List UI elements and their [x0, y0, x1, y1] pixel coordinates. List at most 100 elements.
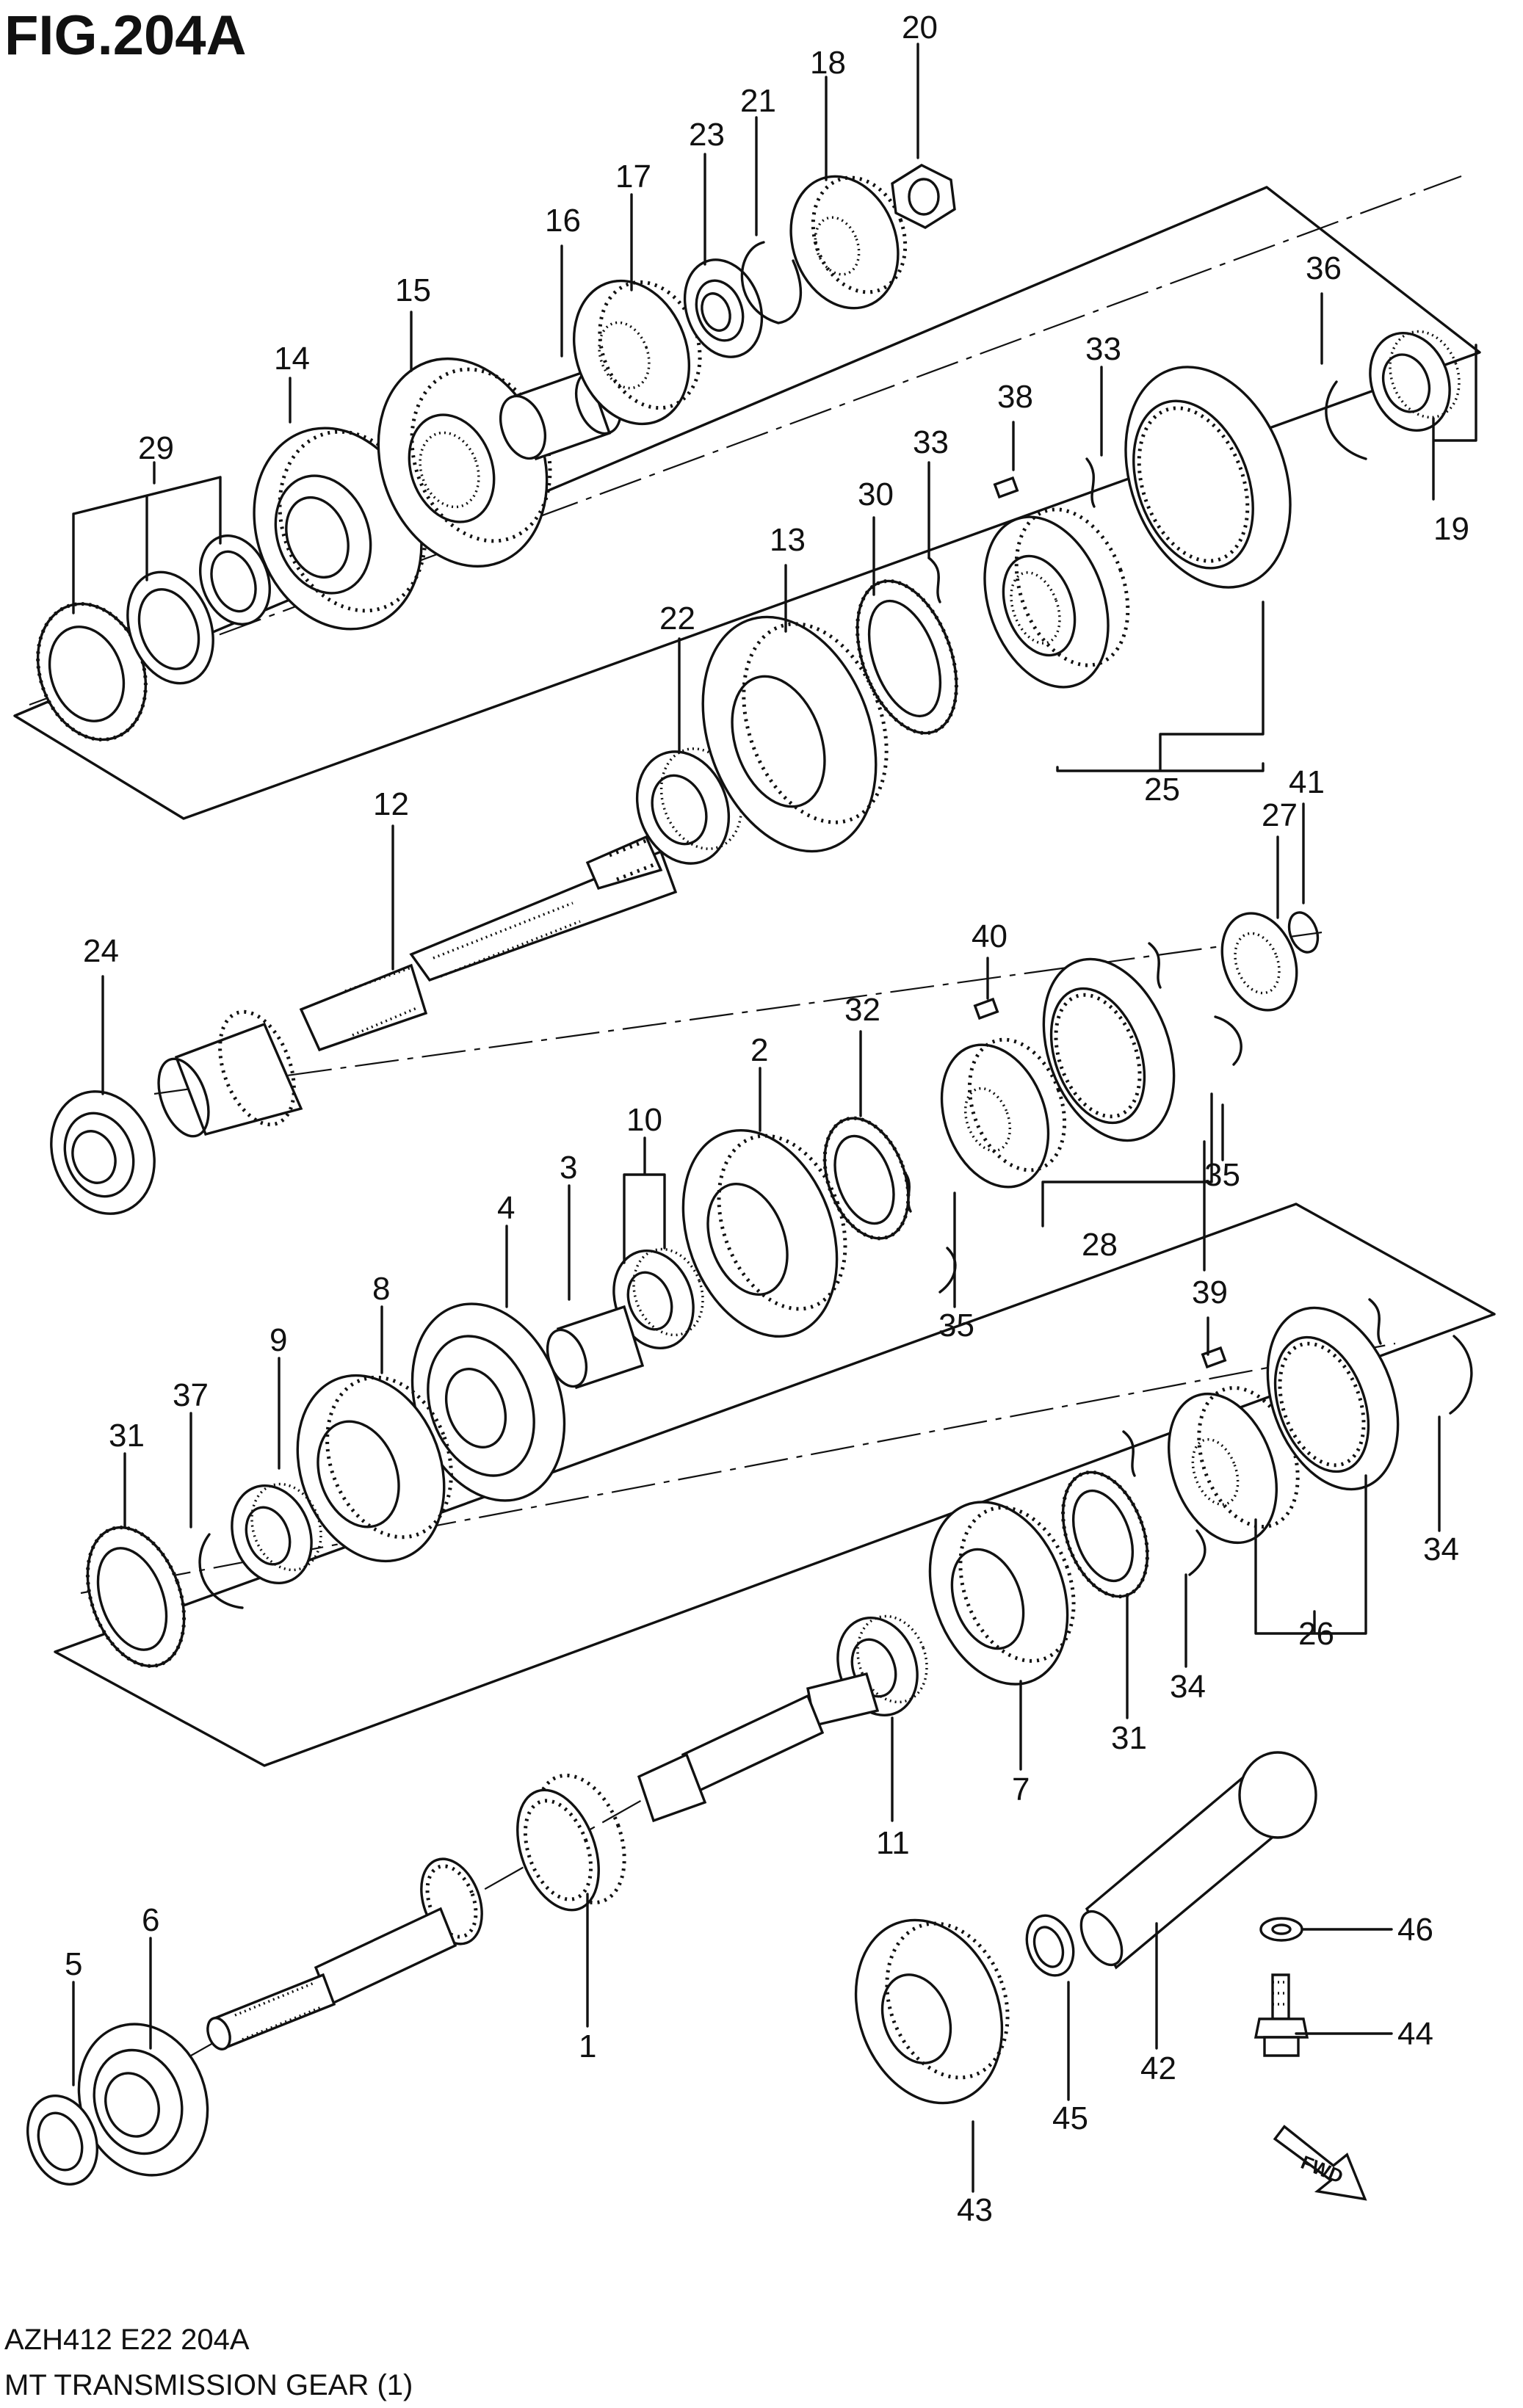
- label-34: 34: [1423, 1531, 1459, 1567]
- leader-lines: [72, 43, 1477, 2193]
- label-37: 37: [173, 1377, 209, 1413]
- part-2-gear: [681, 1128, 847, 1338]
- label-23: 23: [689, 117, 725, 153]
- part-25-synchronizer-hub: [983, 507, 1130, 689]
- upper-group-frame: [13, 186, 1481, 820]
- label-27: 27: [1262, 797, 1298, 833]
- label-1: 1: [579, 2028, 596, 2064]
- part-42-reverse-idler-shaft: [1079, 1751, 1317, 1970]
- part-18-gear: [789, 175, 908, 310]
- part-41-snap-ring: [1287, 911, 1320, 954]
- label-8: 8: [372, 1271, 390, 1307]
- part-21-snap-ring: [740, 241, 803, 324]
- label-28: 28: [1082, 1227, 1118, 1263]
- part-38-key: [993, 476, 1019, 499]
- label-30: 30: [858, 476, 894, 512]
- label-41: 41: [1289, 764, 1325, 800]
- label-14: 14: [274, 341, 310, 377]
- label-4: 4: [497, 1190, 515, 1226]
- label-33: 33: [1085, 331, 1121, 367]
- part-44-bolt: [1254, 1973, 1309, 2057]
- label-7: 7: [1012, 1771, 1030, 1807]
- label-29: 29: [138, 430, 174, 466]
- label-43: 43: [957, 2192, 993, 2228]
- label-5: 5: [65, 1946, 82, 1982]
- label-32: 32: [844, 992, 880, 1028]
- label-35b: 35: [938, 1308, 974, 1343]
- part-8-gear: [296, 1374, 453, 1563]
- part-37-snap-ring: [198, 1533, 244, 1609]
- label-2: 2: [750, 1032, 768, 1068]
- figure-code: AZH412 E22 204A: [4, 2324, 250, 2356]
- part-28-synchronizer-hub: [940, 1037, 1067, 1189]
- part-31-synchronizer-ring: [85, 1526, 187, 1668]
- callout-labels: 20 18 21 23 17 16 15 14 29 36 19 33 38 3…: [65, 10, 1469, 2228]
- part-34-spring: [1122, 1298, 1473, 1576]
- part-20-nut: [891, 164, 956, 229]
- centerline-upper: [29, 175, 1462, 706]
- label-45: 45: [1052, 2100, 1088, 2136]
- label-24: 24: [83, 933, 119, 969]
- part-25-synchronizer-sleeve: [1124, 366, 1292, 589]
- figure-title: FIG.204A: [4, 4, 246, 67]
- label-33b: 33: [913, 424, 949, 460]
- lower-group-frame: [54, 1203, 1496, 1767]
- part-12-main-shaft: [157, 835, 678, 1138]
- label-31: 31: [109, 1418, 145, 1454]
- part-28-synchronizer-sleeve: [1042, 957, 1176, 1142]
- label-16: 16: [545, 203, 581, 239]
- part-26-synchronizer-hub: [1168, 1386, 1300, 1545]
- label-11: 11: [876, 1825, 910, 1861]
- label-31b: 31: [1111, 1720, 1147, 1756]
- label-34b: 34: [1170, 1669, 1206, 1705]
- part-33-spring: [927, 457, 1096, 603]
- label-21: 21: [740, 83, 776, 119]
- label-13: 13: [770, 522, 806, 558]
- label-46: 46: [1397, 1912, 1433, 1948]
- centerline-main: [153, 931, 1323, 1095]
- part-29-synchronizer-ring-set: [36, 534, 272, 741]
- label-26: 26: [1298, 1616, 1334, 1652]
- part-45-washer: [1025, 1914, 1075, 1977]
- label-3: 3: [560, 1150, 577, 1186]
- label-12: 12: [373, 786, 409, 822]
- label-42: 42: [1140, 2050, 1176, 2086]
- label-35: 35: [1204, 1157, 1240, 1193]
- part-1-counter-shaft: [206, 1672, 880, 2050]
- part-30-synchronizer-ring: [855, 579, 958, 736]
- part-13-gear: [701, 615, 889, 853]
- label-18: 18: [810, 45, 846, 81]
- label-40: 40: [972, 918, 1008, 954]
- label-38: 38: [997, 379, 1033, 415]
- label-15: 15: [395, 272, 431, 308]
- label-44: 44: [1397, 2016, 1433, 2052]
- part-3-spacer: [546, 1305, 645, 1390]
- label-19: 19: [1433, 511, 1469, 547]
- label-10: 10: [626, 1102, 662, 1138]
- part-16-sleeve: [499, 369, 623, 461]
- label-22: 22: [659, 601, 695, 637]
- part-7-gear: [928, 1501, 1076, 1686]
- part-19-needle-bearing: [1369, 330, 1461, 432]
- part-46-washer: [1259, 1917, 1303, 1942]
- label-17: 17: [615, 159, 651, 195]
- part-24-bearing: [50, 1090, 156, 1215]
- part-17-gear: [572, 279, 702, 426]
- label-25: 25: [1144, 772, 1180, 808]
- part-39-key: [1201, 1346, 1227, 1369]
- figure-caption: MT TRANSMISSION GEAR (1): [4, 2369, 413, 2401]
- part-36-snap-ring: [1325, 380, 1367, 460]
- part-40-key: [973, 997, 999, 1020]
- part-5-seal: [26, 2095, 99, 2186]
- part-9-needle-bearing: [231, 1482, 322, 1585]
- fwd-arrow-icon: FWD: [1273, 2125, 1367, 2201]
- label-6: 6: [142, 1902, 159, 1938]
- label-20: 20: [902, 10, 938, 46]
- label-39: 39: [1192, 1274, 1228, 1310]
- part-35-spring: [898, 942, 1242, 1294]
- label-36: 36: [1306, 250, 1342, 286]
- part-31b-synchronizer-ring: [1061, 1470, 1149, 1599]
- part-27-washer: [1220, 912, 1298, 1012]
- label-9: 9: [269, 1322, 287, 1358]
